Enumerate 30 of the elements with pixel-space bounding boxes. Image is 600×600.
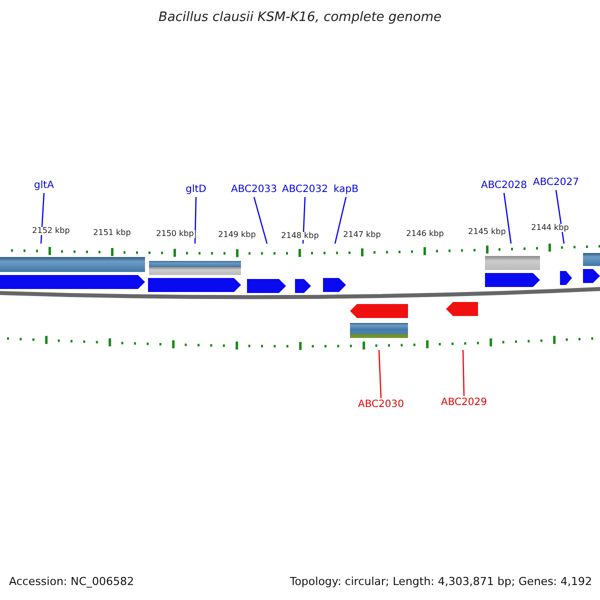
gene-label: gltA	[34, 180, 54, 192]
gene-label: kapB	[334, 184, 358, 196]
leader-line	[503, 192, 512, 244]
gene-label: gltD	[186, 184, 206, 196]
leader-line	[462, 350, 465, 396]
leader-line	[253, 196, 268, 244]
scale-label: 2152 kbp	[31, 227, 71, 235]
scale-label: 2145 kbp	[467, 228, 507, 236]
gene-label: ABC2029	[441, 397, 487, 409]
scale-label: 2146 kbp	[405, 230, 445, 238]
scale-label: 2151 kbp	[92, 229, 132, 237]
gene-label: ABC2028	[481, 180, 527, 192]
gene-label: ABC2030	[358, 399, 404, 411]
gene-label: ABC2033	[231, 184, 277, 196]
leader-line	[334, 196, 347, 244]
leader-line	[555, 190, 565, 244]
scale-label: 2149 kbp	[217, 231, 257, 239]
leader-line	[302, 196, 306, 244]
footer-text: Accession: NC_006582	[9, 576, 134, 587]
scale-label: 2147 kbp	[342, 231, 382, 239]
gene-label: ABC2032	[282, 184, 328, 196]
scale-label: 2150 kbp	[155, 230, 195, 238]
leader-line	[378, 350, 382, 398]
scale-label: 2144 kbp	[530, 224, 570, 232]
footer-text: Topology: circular; Length: 4,303,871 bp; Genes: 4,192	[290, 576, 592, 587]
leader-line	[194, 196, 197, 244]
title: Bacillus clausii KSM-K16, complete genome	[157, 11, 443, 24]
genome-map-drawing	[0, 244, 600, 350]
gene-label: ABC2027	[533, 177, 579, 189]
scale-label: 2148 kbp	[280, 232, 320, 240]
